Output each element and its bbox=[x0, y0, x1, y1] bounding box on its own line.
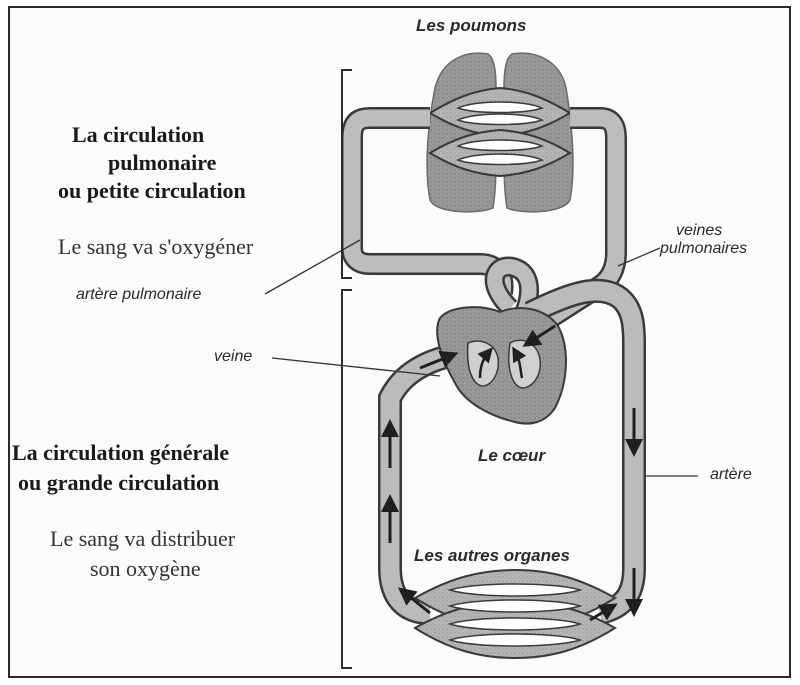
pulmonary-description: Le sang va s'oxygéner bbox=[58, 234, 253, 260]
bracket-general bbox=[342, 290, 352, 668]
pulmonary-heading-line3: ou petite circulation bbox=[58, 178, 246, 204]
label-artere-pulmonaire: artère pulmonaire bbox=[76, 286, 201, 304]
label-les-poumons: Les poumons bbox=[416, 16, 527, 36]
leader-artere-pulmonaire bbox=[265, 240, 360, 294]
general-heading-line1: La circulation générale bbox=[12, 440, 229, 466]
pulmonary-heading-line2: pulmonaire bbox=[108, 150, 216, 176]
pulmonary-heading-line1: La circulation bbox=[72, 122, 204, 148]
label-veine: veine bbox=[214, 348, 252, 366]
label-le-coeur: Le cœur bbox=[478, 446, 545, 466]
organ-capillaries bbox=[415, 570, 615, 658]
label-artere: artère bbox=[710, 466, 752, 484]
label-les-autres-organes: Les autres organes bbox=[414, 546, 570, 566]
general-description-line2: son oxygène bbox=[90, 556, 201, 582]
general-heading-line2: ou grande circulation bbox=[18, 470, 219, 496]
label-veines-pulmonaires-1: veines bbox=[676, 222, 722, 240]
heart-shape bbox=[437, 307, 566, 423]
diagram-frame: Les poumons La circulation pulmonaire ou… bbox=[8, 6, 791, 678]
label-veines-pulmonaires-2: pulmonaires bbox=[660, 240, 747, 258]
general-description-line1: Le sang va distribuer bbox=[50, 526, 235, 552]
heart-illustration bbox=[437, 307, 566, 423]
